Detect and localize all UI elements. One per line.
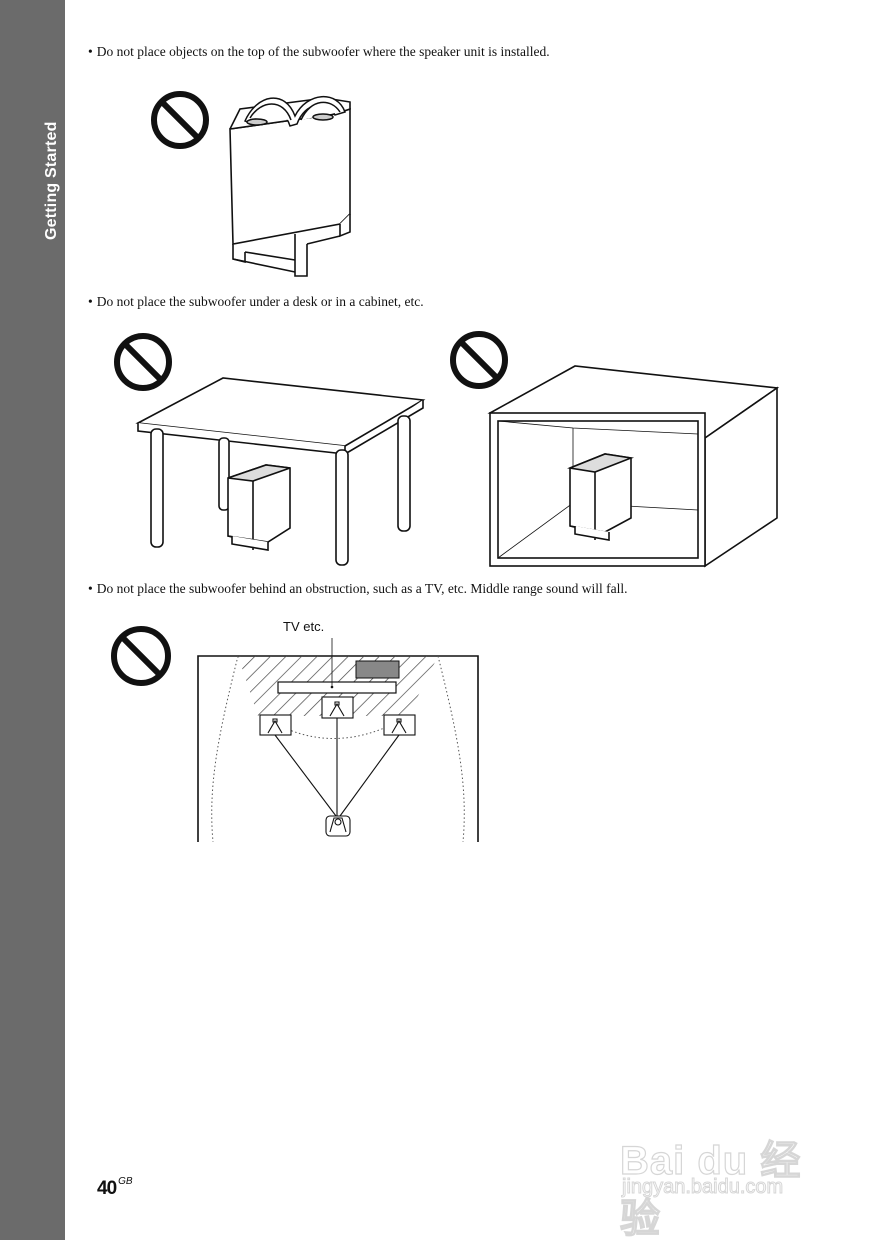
- bullet-text: Do not place the subwoofer behind an obs…: [96, 581, 628, 596]
- desk-illustration: [114, 333, 426, 566]
- bullet-marker: •: [88, 294, 93, 309]
- bullet-item-2: •Do not place the subwoofer under a desk…: [88, 294, 424, 310]
- bullet-marker: •: [88, 44, 93, 59]
- prohibited-icon: [151, 91, 209, 149]
- cabinet-illustration: [450, 331, 780, 568]
- prohibited-icon: [111, 626, 171, 686]
- page-number-value: 40: [97, 1178, 117, 1199]
- bullet-marker: •: [88, 581, 93, 596]
- speaker-layout-diagram: TV etc.: [108, 616, 488, 842]
- obstruction-bar: [277, 681, 397, 694]
- watermark-url: jingyan.baidu.com: [621, 1176, 784, 1199]
- watermark: Bai du 经验 jingyan.baidu.com: [619, 1110, 830, 1241]
- bullet-item-1: •Do not place objects on the top of the …: [88, 44, 550, 60]
- watermark-brand: Bai du 经验: [619, 1138, 802, 1241]
- bullet-item-3: •Do not place the subwoofer behind an ob…: [88, 581, 628, 597]
- bullet-text: Do not place the subwoofer under a desk …: [96, 294, 424, 309]
- section-side-tab: Getting Started: [0, 0, 65, 1240]
- listener-icon: [325, 815, 351, 837]
- prohibited-icon: [114, 333, 172, 391]
- subwoofer-with-book-illustration: [151, 91, 351, 277]
- page-number-suffix: GB: [118, 1176, 133, 1187]
- prohibited-icon: [450, 331, 508, 389]
- tv-box: [355, 660, 400, 679]
- tv-label: TV etc.: [283, 619, 325, 634]
- book-icon: [243, 95, 346, 127]
- section-tab-label: Getting Started: [43, 121, 60, 240]
- bullet-text: Do not place objects on the top of the s…: [96, 44, 550, 59]
